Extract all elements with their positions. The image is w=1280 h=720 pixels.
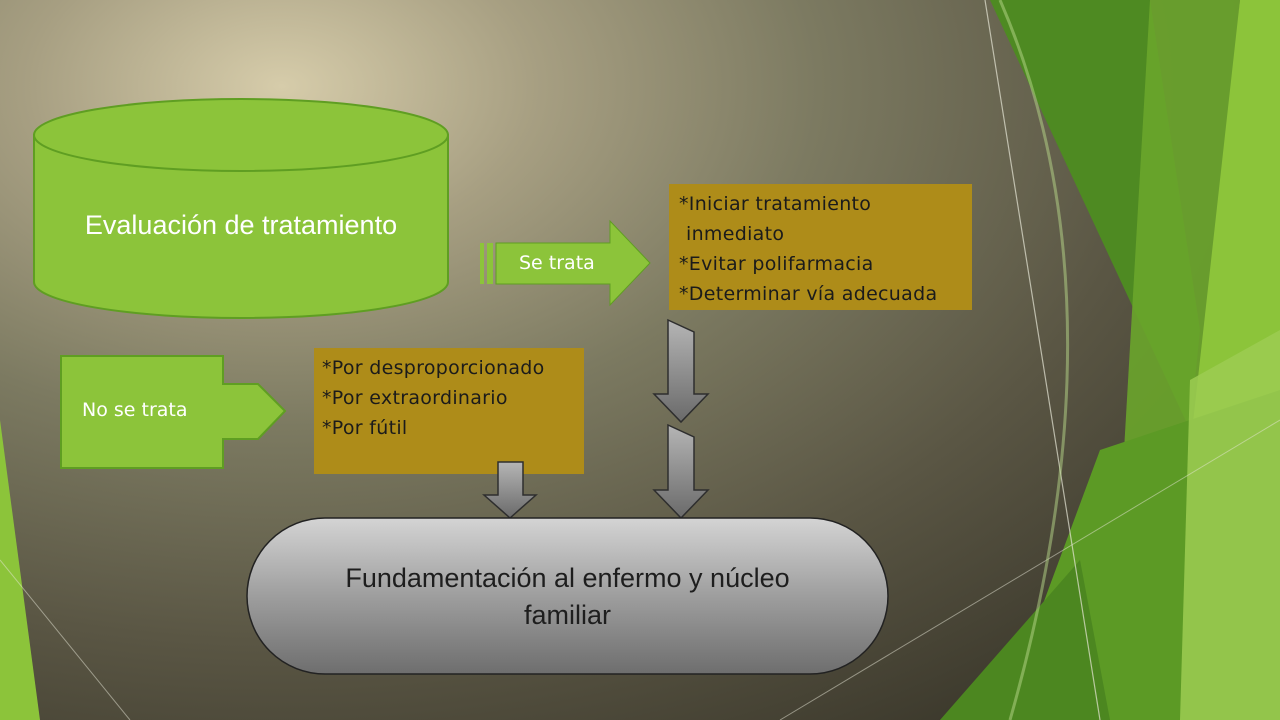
treated-arrow-label: Se trata [519, 252, 595, 274]
not-treated-list: *Por desproporcionado *Por extraordinari… [322, 353, 545, 443]
decor-shape [940, 560, 1110, 720]
decor-shape [1180, 330, 1280, 720]
down-arrow [482, 461, 538, 520]
result-label: Fundamentación al enfermo y núcleo famil… [247, 560, 888, 634]
evaluation-cylinder [33, 98, 449, 319]
not-treated-arrow-label: No se trata [82, 399, 188, 421]
result-line: familiar [523, 600, 611, 630]
treated-arrow [480, 219, 651, 307]
decor-shape [1120, 0, 1240, 520]
decor-line [0, 559, 131, 720]
treated-item: *Evitar polifarmacia [679, 253, 874, 275]
evaluation-label: Evaluación de tratamiento [84, 210, 398, 240]
treated-item: *Iniciar tratamiento [679, 193, 872, 215]
not-treated-box [314, 348, 584, 474]
treated-box [669, 184, 972, 310]
not-treated-item: *Por extraordinario [322, 387, 508, 409]
not-treated-arrow [60, 355, 287, 469]
result-pill [246, 517, 889, 675]
decor-shape [0, 420, 40, 720]
down-arrow [652, 318, 710, 424]
down-arrow [652, 423, 710, 520]
treated-item: inmediato [686, 223, 785, 245]
not-treated-item: *Por fútil [322, 417, 408, 439]
treated-list: *Iniciar tratamiento inmediato *Evitar p… [679, 189, 937, 309]
decor-line [779, 419, 1280, 720]
decor-line [998, 0, 1070, 720]
treated-item: *Determinar vía adecuada [679, 283, 938, 305]
decor-line [984, 0, 1101, 720]
not-treated-item: *Por desproporcionado [322, 357, 545, 379]
result-line: Fundamentación al enfermo y núcleo [345, 563, 790, 593]
